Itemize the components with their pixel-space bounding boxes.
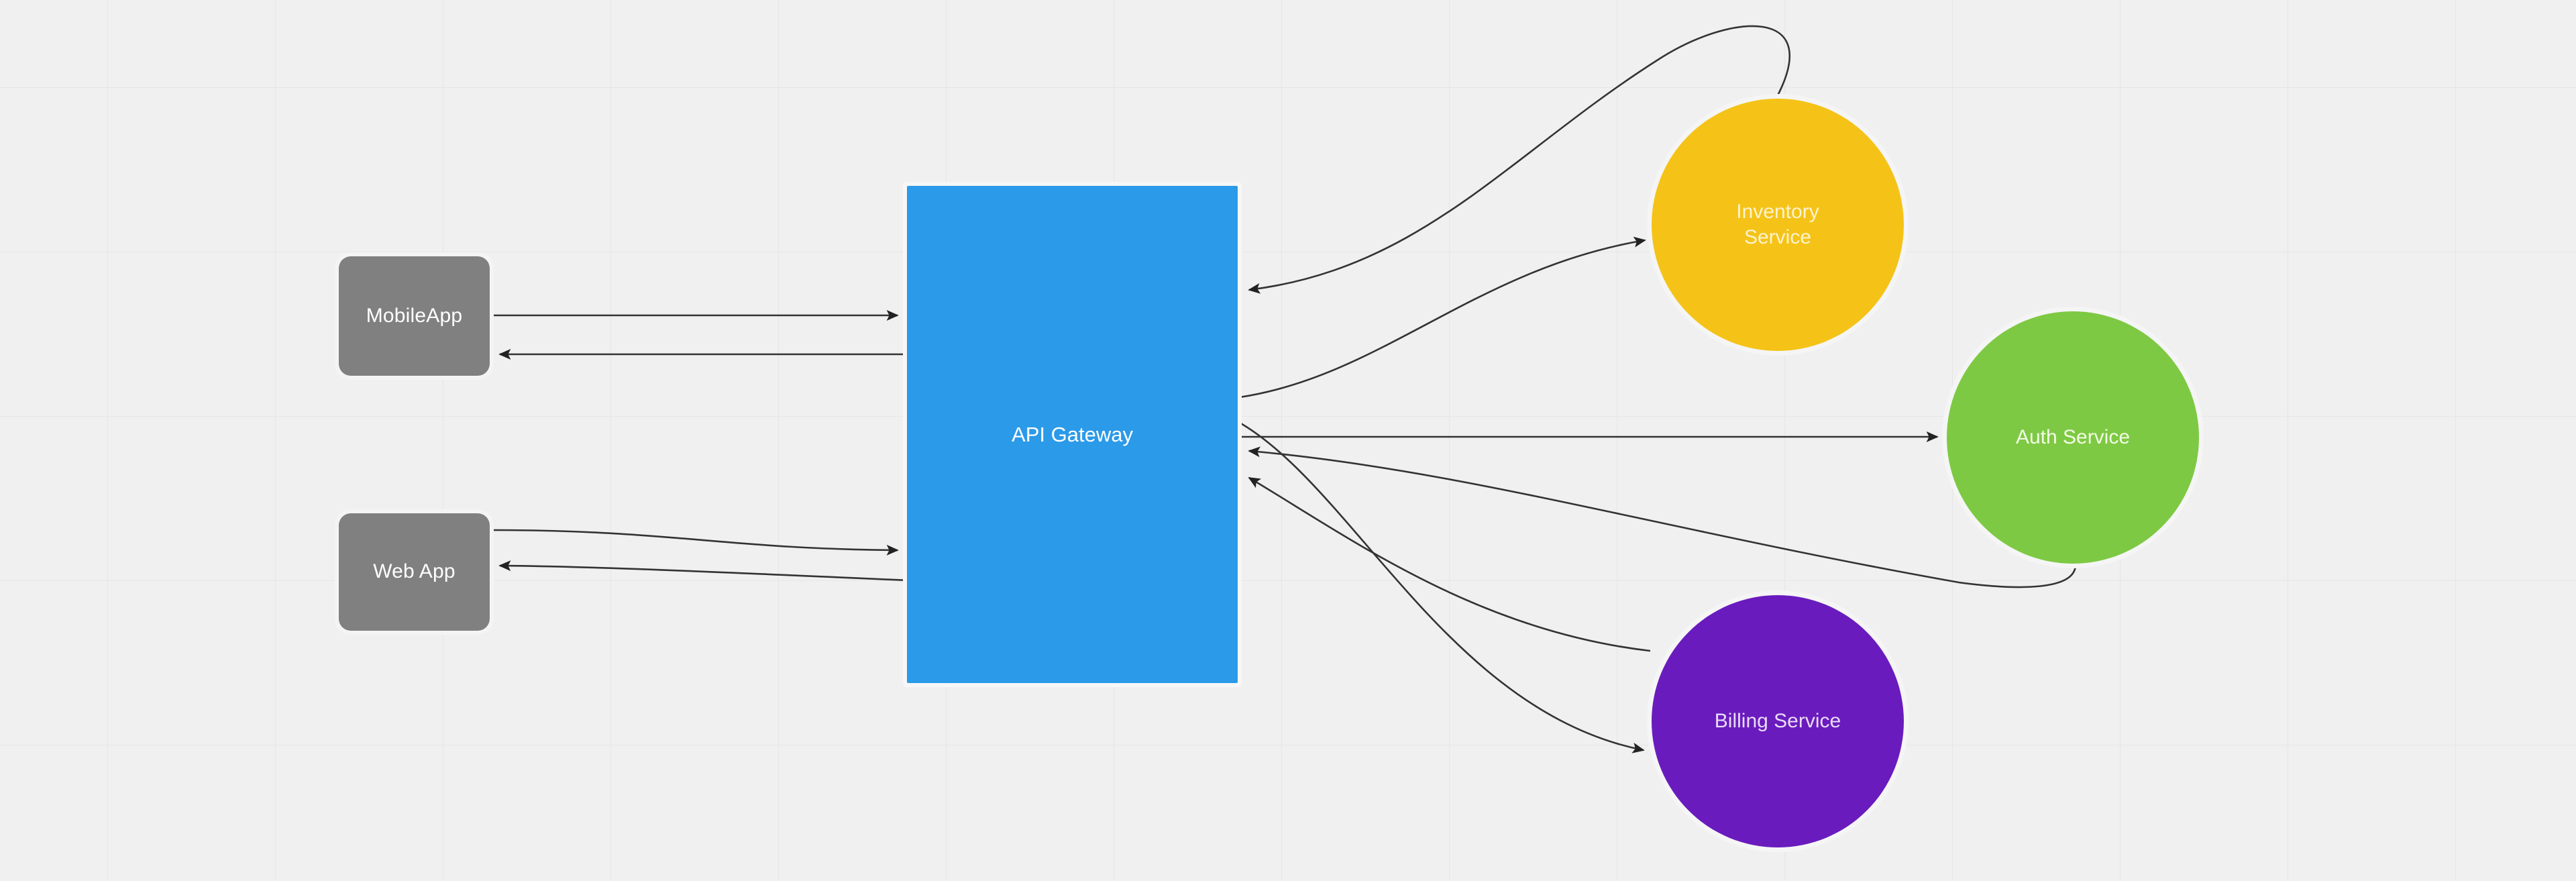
node-auth-service-label: Auth Service [2015, 425, 2131, 448]
node-billing-service[interactable]: Billing Service [1652, 595, 1904, 847]
node-mobile-app-label: MobileApp [366, 304, 463, 327]
node-api-gateway[interactable]: API Gateway [907, 186, 1238, 683]
node-billing-service-label: Billing Service [1714, 709, 1841, 732]
node-auth-service[interactable]: Auth Service [1947, 311, 2199, 564]
edge-webapp-to-gateway [491, 529, 899, 556]
edge-gateway-to-inventory [1239, 236, 1646, 399]
node-web-app[interactable]: Web App [339, 513, 490, 631]
edge-billing-to-gateway [1248, 476, 1651, 652]
node-api-gateway-label: API Gateway [1012, 422, 1133, 446]
node-web-app-label: Web App [373, 560, 455, 583]
edge-gateway-to-billing [1239, 421, 1645, 754]
node-inventory-service[interactable]: Inventory Service [1652, 99, 1904, 351]
node-inventory-service-label: Inventory Service [1736, 200, 1819, 248]
node-mobile-app[interactable]: MobileApp [339, 256, 490, 376]
